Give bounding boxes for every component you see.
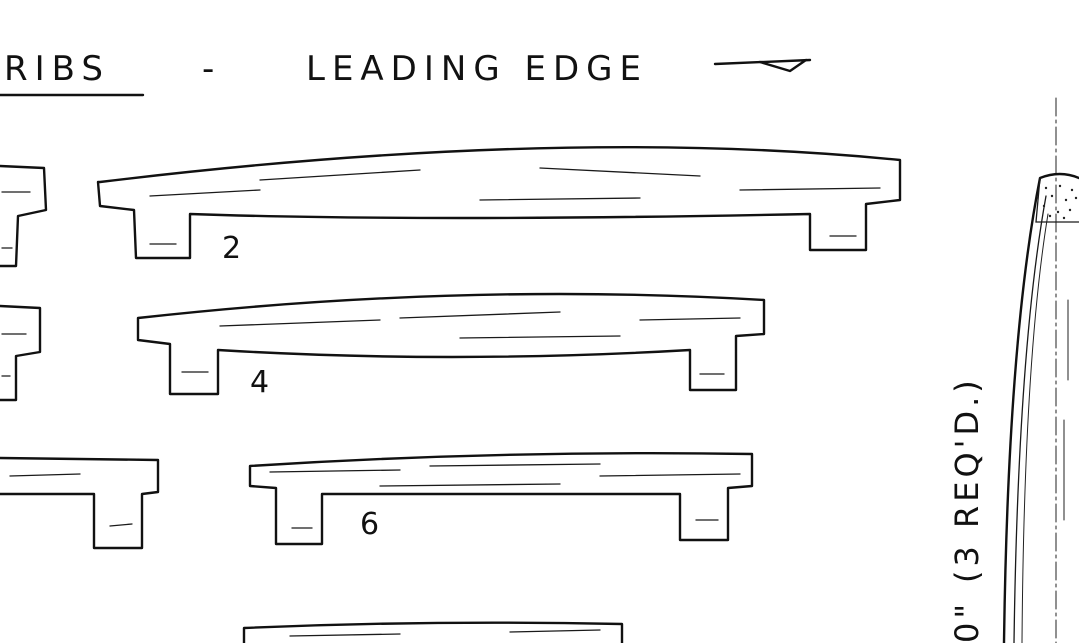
- rib-2-number: 2: [222, 231, 241, 266]
- side-note-required: (3 REQ'D.): [948, 376, 986, 583]
- title-ribs: RIBS: [4, 49, 110, 89]
- rib-4-number: 4: [250, 365, 269, 400]
- side-note-dimension: 0": [948, 600, 986, 643]
- rib-5-partial: [0, 456, 160, 550]
- rib-3-partial: [0, 304, 42, 402]
- title-dash: -: [202, 49, 221, 89]
- rib-2: 2: [96, 145, 902, 266]
- leading-edge-stipple: [1042, 184, 1078, 220]
- side-note: 0" (3 REQ'D.): [948, 376, 986, 643]
- rib-6: 6: [248, 452, 754, 546]
- rib-4: 4: [136, 292, 766, 400]
- rib-8-partial: [242, 621, 624, 643]
- rib-6-number: 6: [360, 507, 379, 542]
- leading-edge-arrow-icon: [713, 58, 812, 73]
- title-leading-edge: LEADING EDGE: [306, 49, 648, 89]
- rib-1-partial: [0, 164, 48, 268]
- leading-edge-side-view: [1002, 97, 1079, 643]
- drawing-title: RIBS - LEADING EDGE: [0, 49, 812, 97]
